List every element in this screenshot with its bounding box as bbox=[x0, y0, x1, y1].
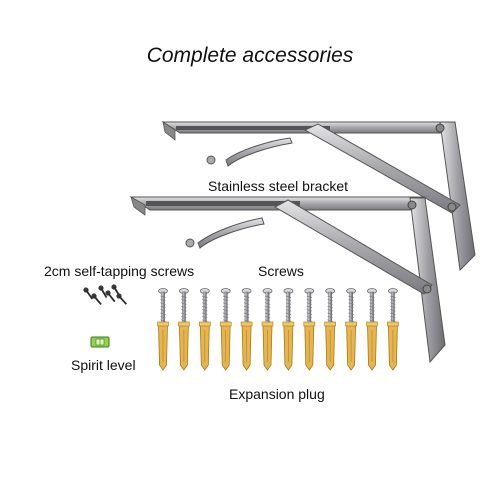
small-screw bbox=[116, 293, 128, 305]
screw bbox=[367, 288, 377, 326]
screw bbox=[262, 288, 273, 326]
screw bbox=[346, 288, 357, 326]
small-screw bbox=[83, 287, 94, 300]
screw bbox=[199, 288, 210, 326]
expansion-plug bbox=[219, 321, 232, 371]
screw bbox=[178, 288, 189, 326]
small-screw bbox=[105, 290, 116, 303]
screw bbox=[304, 288, 315, 326]
screw bbox=[283, 288, 294, 326]
expansion-plug bbox=[387, 321, 399, 371]
small-screw bbox=[91, 293, 102, 306]
spirit-level bbox=[90, 336, 110, 348]
bracket-front bbox=[129, 196, 446, 364]
screw bbox=[158, 288, 168, 326]
expansion-plug bbox=[345, 321, 357, 371]
expansion-plug bbox=[324, 321, 337, 371]
small-screw bbox=[98, 285, 108, 298]
page-title: Complete accessories bbox=[146, 44, 354, 67]
screw bbox=[241, 288, 252, 326]
bracket-back bbox=[161, 121, 476, 272]
label-screws: Screws bbox=[258, 263, 304, 279]
label-stainless-steel-bracket: Stainless steel bracket bbox=[208, 178, 349, 194]
expansion-plug bbox=[157, 321, 169, 371]
expansion-plug bbox=[199, 321, 211, 371]
expansion-plug bbox=[366, 321, 378, 371]
label-expansion-plug: Expansion plug bbox=[229, 386, 325, 402]
screw bbox=[220, 288, 231, 326]
screws-row bbox=[158, 288, 398, 326]
expansion-plug bbox=[240, 321, 253, 371]
screw bbox=[325, 288, 336, 326]
screw bbox=[387, 288, 398, 326]
expansion-plug bbox=[303, 321, 316, 371]
expansion-plug bbox=[261, 321, 274, 371]
label-self-tapping-screws: 2cm self-tapping screws bbox=[44, 263, 195, 279]
expansion-plug bbox=[282, 321, 295, 371]
label-spirit-level: Spirit level bbox=[71, 357, 136, 373]
expansion-plug bbox=[178, 321, 190, 371]
small-screws-pile bbox=[83, 284, 128, 306]
plugs-row bbox=[157, 321, 399, 371]
